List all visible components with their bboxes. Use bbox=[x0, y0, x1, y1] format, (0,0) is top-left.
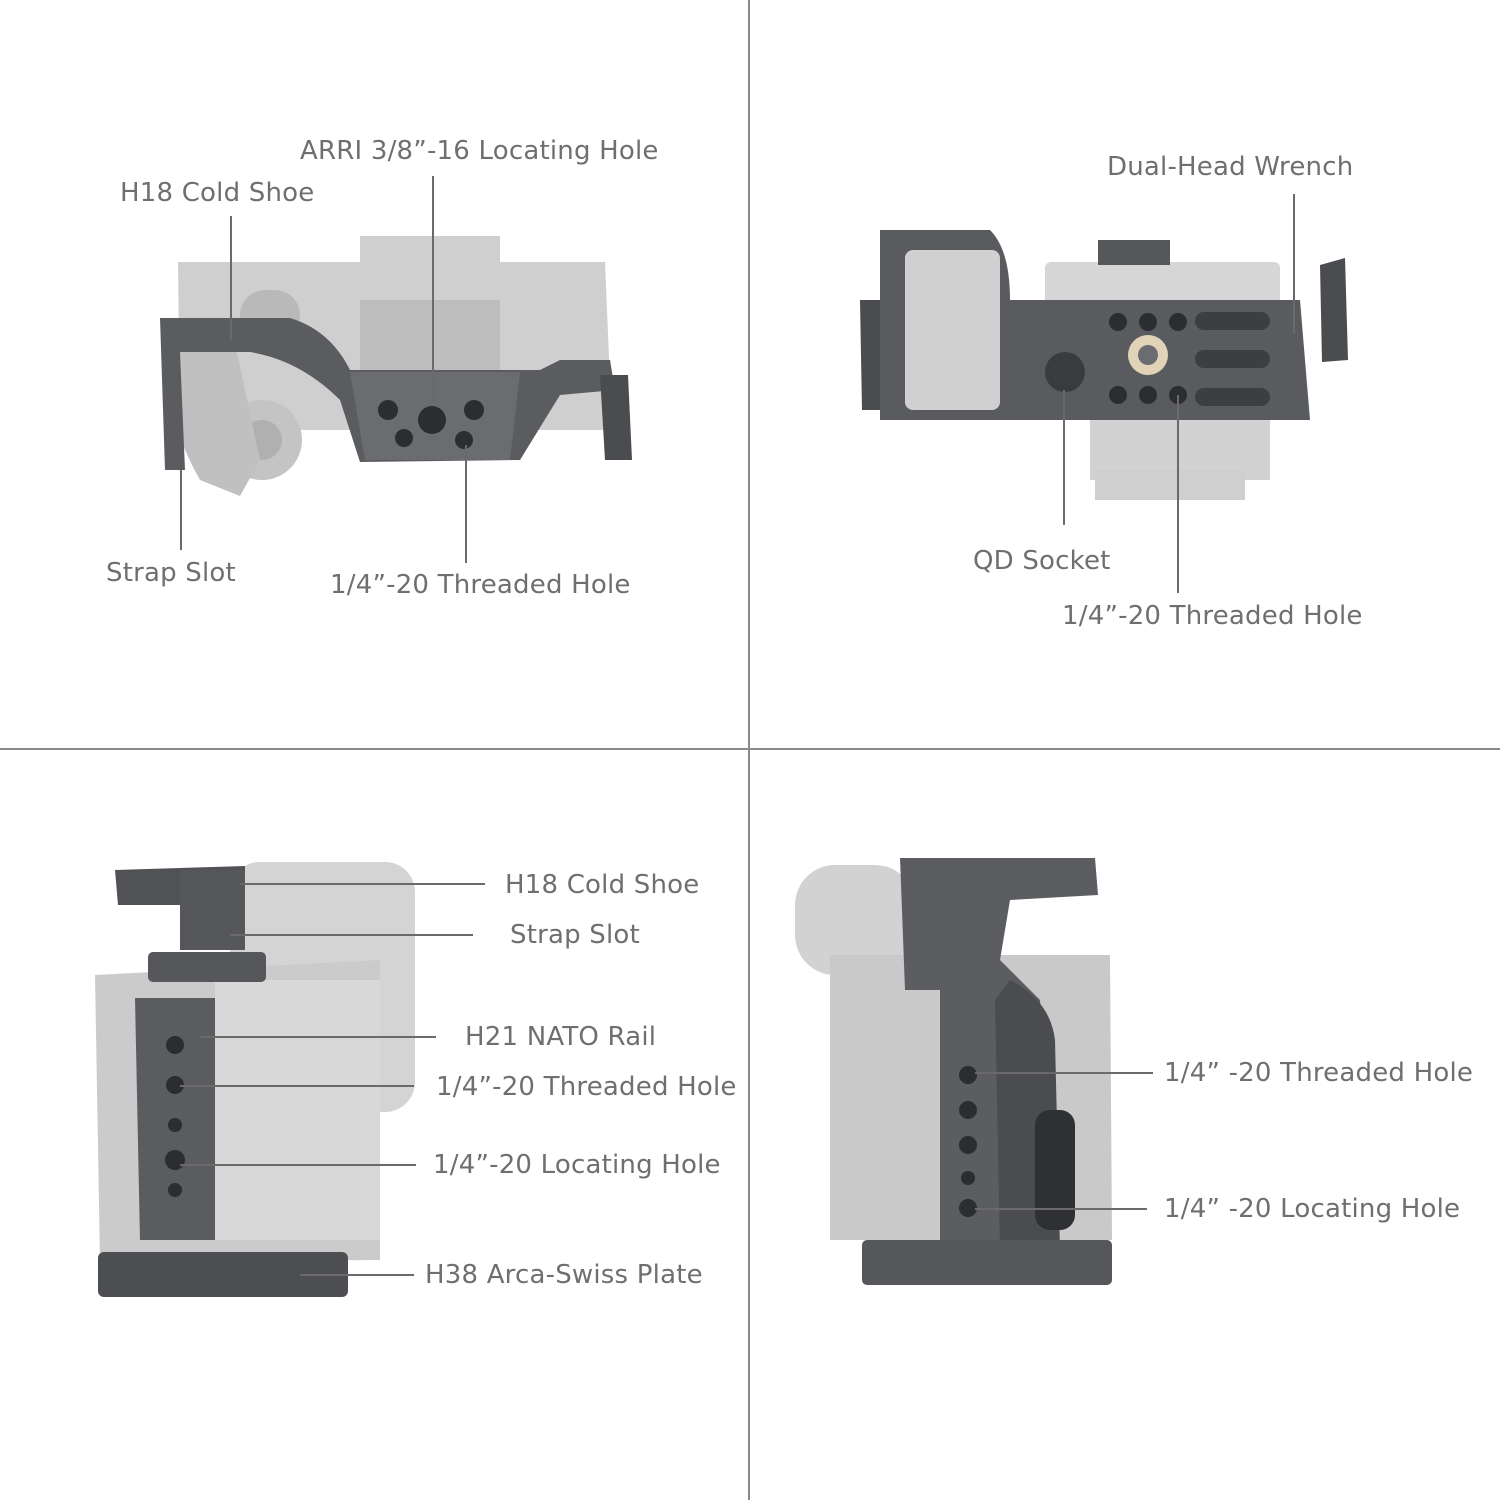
cold-shoe-label: H18 Cold Shoe bbox=[120, 178, 315, 208]
side-threaded-hole-label: 1/4”-20 Threaded Hole bbox=[436, 1072, 737, 1102]
grip-locating-hole-label: 1/4” -20 Locating Hole bbox=[1164, 1194, 1461, 1224]
vertical-divider bbox=[748, 0, 750, 1500]
strap-slot-label: Strap Slot bbox=[106, 558, 236, 588]
qd-socket-leader bbox=[1063, 390, 1065, 525]
nato-rail-label: H21 NATO Rail bbox=[465, 1022, 657, 1052]
side-locating-hole-leader bbox=[180, 1164, 416, 1166]
arri-locating-hole-label: ARRI 3/8”-16 Locating Hole bbox=[300, 136, 659, 166]
grip-threaded-hole-leader bbox=[975, 1072, 1153, 1074]
cold-shoe-leader bbox=[230, 216, 232, 340]
side-view-illustration bbox=[95, 862, 415, 1297]
side-cold-shoe-leader bbox=[240, 883, 485, 885]
strap-slot-leader bbox=[180, 470, 182, 550]
side-strap-slot-leader bbox=[230, 934, 473, 936]
side-cold-shoe-label: H18 Cold Shoe bbox=[505, 870, 700, 900]
side-strap-slot-label: Strap Slot bbox=[510, 920, 640, 950]
top-view-illustration bbox=[160, 236, 632, 496]
arca-plate-label: H38 Arca-Swiss Plate bbox=[425, 1260, 703, 1290]
horizontal-divider bbox=[0, 748, 1500, 750]
arri-hole-leader bbox=[432, 176, 434, 402]
arca-plate-leader bbox=[300, 1274, 414, 1276]
grip-locating-hole-leader bbox=[975, 1208, 1147, 1210]
bottom-view-illustration bbox=[860, 230, 1348, 500]
bottom-threaded-hole-leader bbox=[1177, 395, 1179, 593]
dual-head-wrench-label: Dual-Head Wrench bbox=[1107, 152, 1354, 182]
threaded-hole-leader bbox=[465, 445, 467, 563]
nato-rail-leader bbox=[200, 1036, 436, 1038]
side-locating-hole-label: 1/4”-20 Locating Hole bbox=[433, 1150, 721, 1180]
grip-view-illustration bbox=[795, 858, 1112, 1285]
wrench-leader bbox=[1293, 194, 1295, 334]
threaded-hole-label: 1/4”-20 Threaded Hole bbox=[330, 570, 631, 600]
grip-threaded-hole-label: 1/4” -20 Threaded Hole bbox=[1164, 1058, 1474, 1088]
bottom-threaded-hole-label: 1/4”-20 Threaded Hole bbox=[1062, 601, 1363, 631]
side-threaded-hole-leader bbox=[180, 1085, 414, 1087]
qd-socket-label: QD Socket bbox=[973, 546, 1111, 576]
